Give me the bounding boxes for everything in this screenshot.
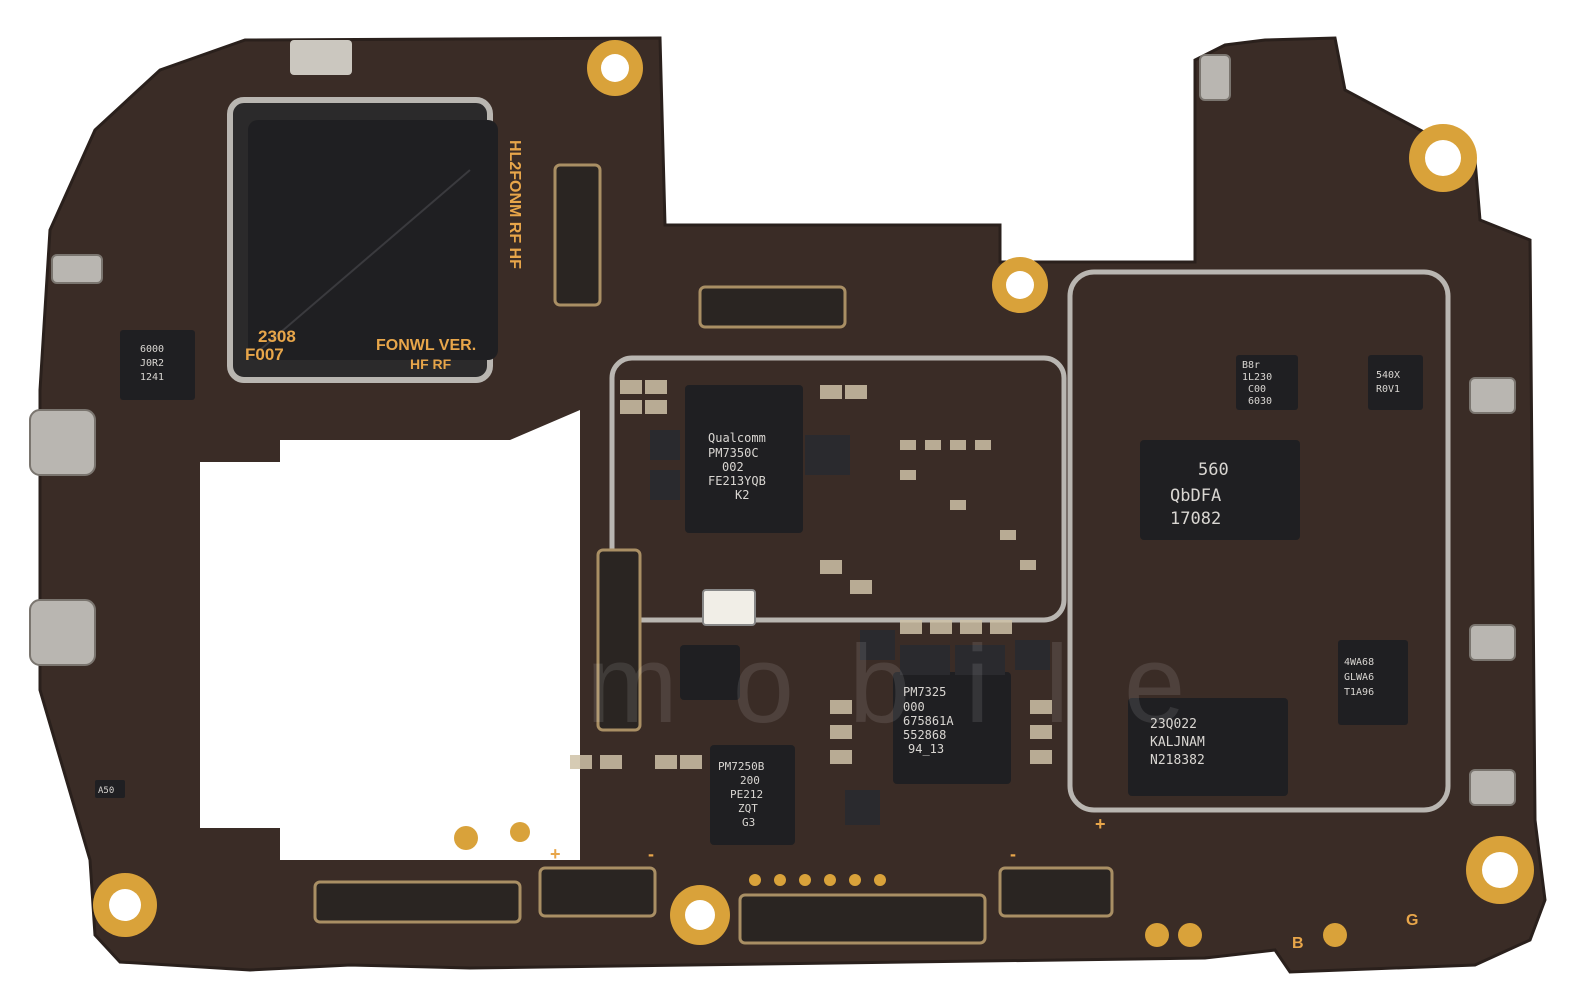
chip-line: 6000 bbox=[140, 344, 164, 355]
silk-plus-1: + bbox=[550, 844, 561, 864]
flash-led bbox=[702, 589, 756, 626]
chip-kaljnam bbox=[1128, 698, 1288, 796]
chip-line: 94_13 bbox=[908, 742, 944, 756]
chip-line: 552868 bbox=[903, 728, 946, 742]
chip-text-pm7250b: PM7250B 200 PE212 ZQT G3 bbox=[718, 760, 765, 829]
silk-mark-b: B bbox=[1292, 935, 1304, 952]
chip-line: 000 bbox=[903, 700, 925, 714]
chip-line: KALJNAM bbox=[1150, 735, 1205, 750]
silk-ver-sub: HF RF bbox=[410, 356, 452, 372]
chip-line: PM7350C bbox=[708, 446, 759, 460]
chip-text-kaljnam: 23Q022 KALJNAM N218382 bbox=[1150, 717, 1205, 768]
passive-components bbox=[570, 380, 1052, 769]
top-microphone bbox=[290, 40, 352, 75]
chip-line: 002 bbox=[722, 460, 744, 474]
chip-qbdfa bbox=[1140, 440, 1300, 540]
chip-line: K2 bbox=[735, 488, 749, 502]
gold-test-pads bbox=[454, 822, 1347, 947]
chip-line: GLWA6 bbox=[1344, 672, 1374, 683]
chip-text-small-5: A50 bbox=[98, 786, 114, 796]
chip-line: PE212 bbox=[730, 788, 763, 801]
chip-line: FE213YQB bbox=[708, 474, 766, 488]
chip-line: B8r bbox=[1242, 360, 1260, 371]
dark-inductors bbox=[650, 430, 1050, 825]
chip-line: 675861A bbox=[903, 714, 954, 728]
chip-line: Qualcomm bbox=[708, 431, 766, 445]
chip-line: C00 bbox=[1248, 384, 1266, 395]
chip-line: 6030 bbox=[1248, 396, 1272, 407]
chip-small-1 bbox=[1236, 355, 1298, 410]
chip-small-3 bbox=[1338, 640, 1408, 725]
silk-rf-label: HL2FONM RF HF bbox=[506, 140, 523, 269]
chip-line: 560 bbox=[1198, 460, 1229, 480]
chip-line: ZQT bbox=[738, 802, 758, 815]
chip-text-pm7350c: Qualcomm PM7350C 002 FE213YQB K2 bbox=[708, 431, 766, 502]
center-shield-frame bbox=[609, 355, 1067, 623]
chip-line: R0V1 bbox=[1376, 384, 1400, 395]
silk-minus-2: - bbox=[1010, 844, 1016, 864]
chip-line: PM7250B bbox=[718, 760, 765, 773]
chip-text-small-2: 540X R0V1 bbox=[1376, 370, 1400, 395]
silk-mark-g: G bbox=[1406, 912, 1418, 929]
chip-small-4 bbox=[120, 330, 195, 400]
chip-line: T1A96 bbox=[1344, 687, 1374, 698]
chip-small-2 bbox=[1368, 355, 1423, 410]
chip-line: 540X bbox=[1376, 370, 1400, 381]
chip-pm7350c bbox=[685, 385, 803, 533]
chip-line: 1L230 bbox=[1242, 372, 1272, 383]
silk-ver-label: FONWL VER. bbox=[376, 337, 476, 354]
silk-date-code: 2308 bbox=[258, 327, 296, 346]
silk-rev-code: F007 bbox=[245, 345, 284, 364]
mounting-holes bbox=[93, 40, 1534, 945]
chip-line: J0R2 bbox=[140, 358, 164, 369]
chip-small-5 bbox=[95, 780, 125, 798]
chip-line: 1241 bbox=[140, 372, 164, 383]
chip-line: 17082 bbox=[1170, 509, 1221, 529]
microphone bbox=[680, 645, 740, 700]
chip-text-small-3: 4WA68 GLWA6 T1A96 bbox=[1344, 657, 1374, 698]
chip-line: G3 bbox=[742, 816, 755, 829]
right-shield-frame bbox=[1067, 269, 1451, 813]
chip-pm7325 bbox=[893, 672, 1011, 784]
board-connectors bbox=[313, 163, 1114, 945]
antenna-contacts bbox=[29, 54, 1516, 806]
chip-text-small-4: 6000 J0R2 1241 bbox=[140, 344, 164, 383]
chip-line: 23Q022 bbox=[1150, 717, 1197, 732]
chip-text-small-1: B8r 1L230 C00 6030 bbox=[1242, 360, 1272, 407]
silk-minus-1: - bbox=[648, 844, 654, 864]
chip-line: N218382 bbox=[1150, 753, 1205, 768]
camera-cutout bbox=[200, 410, 580, 860]
chip-line: 200 bbox=[740, 774, 760, 787]
chip-text-qbdfa: 560 QbDFA 17082 bbox=[1170, 460, 1229, 529]
chip-line: QbDFA bbox=[1170, 486, 1221, 506]
chip-pm7250b bbox=[710, 745, 795, 845]
chip-line: 4WA68 bbox=[1344, 657, 1374, 668]
chip-text-pm7325: PM7325 000 675861A 552868 94_13 bbox=[903, 685, 954, 756]
chip-line: PM7325 bbox=[903, 685, 946, 699]
rf-shield-inner bbox=[248, 120, 498, 360]
silk-plus-2: + bbox=[1095, 814, 1106, 834]
watermark-text: ictomobile bbox=[195, 623, 1240, 746]
